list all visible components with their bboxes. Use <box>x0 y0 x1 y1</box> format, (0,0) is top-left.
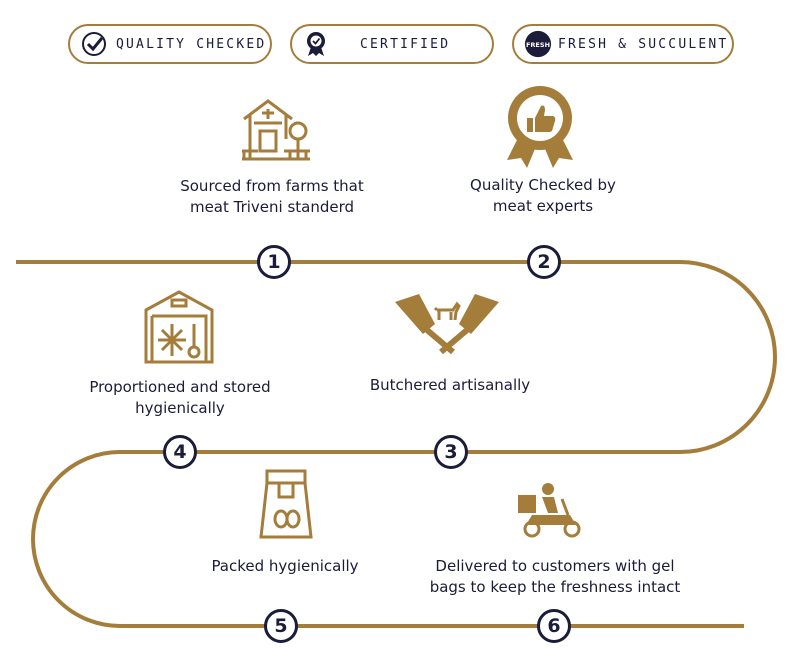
certified-badge: CERTIFIED <box>290 24 494 64</box>
fresh-badge-icon: FRESH <box>524 30 552 58</box>
fresh-icon-text: FRESH <box>526 41 550 49</box>
farm-house-icon <box>240 97 312 169</box>
thumbs-up-rosette-icon <box>505 84 575 172</box>
step-4-text: Proportioned and stored hygienically <box>89 378 271 417</box>
step-3-text: Butchered artisanally <box>369 376 531 394</box>
quality-checked-badge: QUALITY CHECKED <box>68 24 272 64</box>
check-circle-icon <box>80 30 108 58</box>
step-5-text: Packed hygienically <box>211 557 359 575</box>
step-5-marker: 5 <box>264 609 298 643</box>
delivery-scooter-icon <box>518 481 584 543</box>
crossed-cleavers-goat-icon <box>393 294 501 362</box>
step-2-marker: 2 <box>527 245 561 279</box>
cold-storage-icon <box>142 290 216 368</box>
step-1-text: Sourced from farms that meat Triveni sta… <box>180 177 364 216</box>
step-2-text: Quality Checked by meat experts <box>470 176 616 215</box>
step-4-marker: 4 <box>163 435 197 469</box>
step-6-marker: 6 <box>537 609 571 643</box>
step-6-text: Delivered to customers with gel bags to … <box>429 557 681 596</box>
badge-label: CERTIFIED <box>360 36 451 52</box>
coffee-bag-icon <box>259 467 313 543</box>
step-1-marker: 1 <box>257 245 291 279</box>
badge-label: FRESH & SUCCULENT <box>558 36 729 52</box>
certified-seal-icon <box>302 30 330 58</box>
badge-label: QUALITY CHECKED <box>116 36 267 52</box>
step-3-marker: 3 <box>434 435 468 469</box>
fresh-succulent-badge: FRESH FRESH & SUCCULENT <box>512 24 734 64</box>
